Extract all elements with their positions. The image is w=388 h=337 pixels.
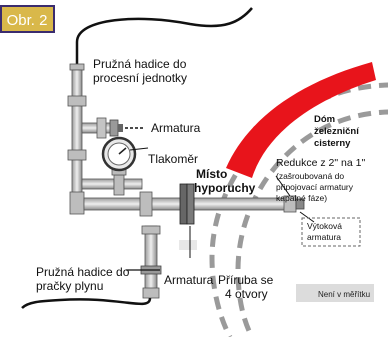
label-fitting-bottom: Armatura [164,273,214,287]
label-hose-scrubber: Pružná hadice do pračky plynu [36,265,133,293]
top-fitting-branch [81,117,145,139]
label-hose-process: Pružná hadice do procesní jednotky [93,57,190,85]
reducer-icon [283,195,305,213]
label-tank-dome: Dóm železniční cisterny [314,114,362,149]
hose-to-process-unit [75,7,253,64]
lower-branch [21,225,162,309]
figure-label: Obr. 2 [0,5,55,33]
discharge-fitting-box [301,217,361,247]
not-to-scale-box [296,284,374,302]
label-not-to-scale: Není v měřítku [318,290,370,299]
main-horizontal-pipe [69,183,305,250]
gauge-dial-icon [101,136,137,172]
label-discharge-fitting: Výtoková armatura [307,221,344,242]
torn-hose [226,62,376,178]
label-fitting-top: Armatura [151,121,201,135]
label-rupture-point: Místo hyporuchy [194,167,256,195]
label-flange: Příruba se 4 otvory [218,273,277,301]
figure-label-text: Obr. 2 [7,12,48,29]
label-gauge: Tlakoměr [148,152,198,166]
pressure-gauge-branch [81,136,143,196]
leader-lines [129,147,315,258]
hose-to-scrubber [21,297,152,309]
flange-icon [179,183,197,250]
label-reducer: Redukce z 2" na 1" (zašroubovaná do přip… [276,153,370,203]
